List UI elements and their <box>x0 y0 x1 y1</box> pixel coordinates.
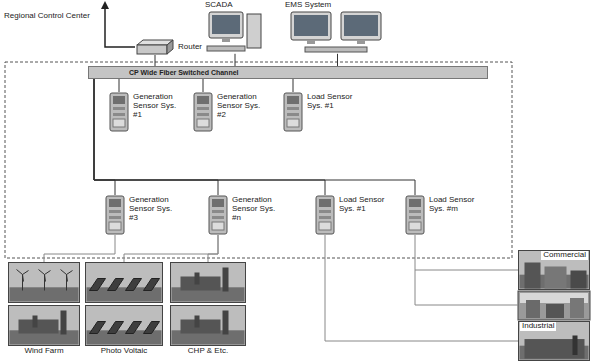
node-label: CP Wide Fiber Switched Channel <box>89 69 239 77</box>
node-label: Generation Sensor Sys. #3 <box>129 196 179 222</box>
network-link <box>235 54 236 66</box>
node-label: SCADA <box>205 1 265 10</box>
photo-node: Wind Farm <box>8 262 80 356</box>
node-icon <box>314 195 336 235</box>
feeder-line <box>415 270 518 305</box>
fiber-channel-band: CP Wide Fiber Switched Channel <box>88 66 488 79</box>
node-label: Load Sensor Sys. #1 <box>339 196 389 214</box>
sensor-node: Load Sensor Sys. #1 <box>314 195 389 235</box>
network-link <box>415 235 518 270</box>
node-label: Generation Sensor Sys. #1 <box>133 93 183 119</box>
node-icon <box>205 10 265 54</box>
workstation-node: SCADA <box>205 1 265 54</box>
sensor-node: Load Sensor Sys. #m <box>404 195 479 235</box>
node-icon <box>135 39 175 55</box>
network-boundary <box>5 62 512 258</box>
node-label: Router <box>178 43 202 52</box>
node-label: EMS System <box>285 1 390 10</box>
node-icon <box>85 262 163 346</box>
node-icon <box>108 92 130 132</box>
sensor-node: Load Sensor Sys. #1 <box>282 92 357 132</box>
residential-photo <box>518 291 590 320</box>
sensor-node: Generation Sensor Sys. #n <box>207 195 282 235</box>
free-label: Regional Control Center <box>4 12 90 21</box>
node-label: Load Sensor Sys. #1 <box>307 93 357 111</box>
node-icon <box>207 195 229 235</box>
network-link <box>94 79 415 195</box>
node-icon <box>192 92 214 132</box>
sensor-node: Generation Sensor Sys. #3 <box>104 195 179 235</box>
network-link <box>44 235 115 262</box>
node-icon <box>404 195 426 235</box>
photo-tile-node: Industrial <box>518 321 590 361</box>
network-link <box>325 235 518 341</box>
photo-node: CHP & Etc. <box>170 262 246 356</box>
network-link <box>337 54 338 66</box>
photo-tile-node: Commercial <box>518 250 590 290</box>
node-icon <box>170 262 246 346</box>
router-node: Router <box>135 39 202 55</box>
network-link <box>293 79 294 92</box>
network-link <box>208 235 218 262</box>
node-label: Generation Sensor Sys. #n <box>232 196 282 222</box>
node-icon <box>8 262 80 346</box>
network-link <box>155 55 156 66</box>
node-icon <box>282 92 304 132</box>
sensor-node: Generation Sensor Sys. #2 <box>192 92 267 132</box>
uplink-arrow <box>101 1 135 47</box>
workstation-node: EMS System <box>285 1 390 54</box>
node-icon <box>104 195 126 235</box>
node-label: Photo Voltaic <box>101 347 148 356</box>
node-label: Wind Farm <box>24 347 63 356</box>
node-label: Commercial <box>541 251 588 260</box>
node-label: Industrial <box>520 322 556 331</box>
photo-node: Photo Voltaic <box>85 262 163 356</box>
node-label: Load Sensor Sys. #m <box>429 196 479 214</box>
node-label: CHP & Etc. <box>188 347 228 356</box>
node-icon <box>285 10 390 54</box>
network-link <box>94 79 325 195</box>
node-label: Generation Sensor Sys. #2 <box>217 93 267 119</box>
network-link <box>94 79 218 195</box>
sensor-node: Generation Sensor Sys. #1 <box>108 92 183 132</box>
network-link <box>119 79 120 92</box>
network-link <box>203 79 204 92</box>
network-link <box>124 235 218 262</box>
